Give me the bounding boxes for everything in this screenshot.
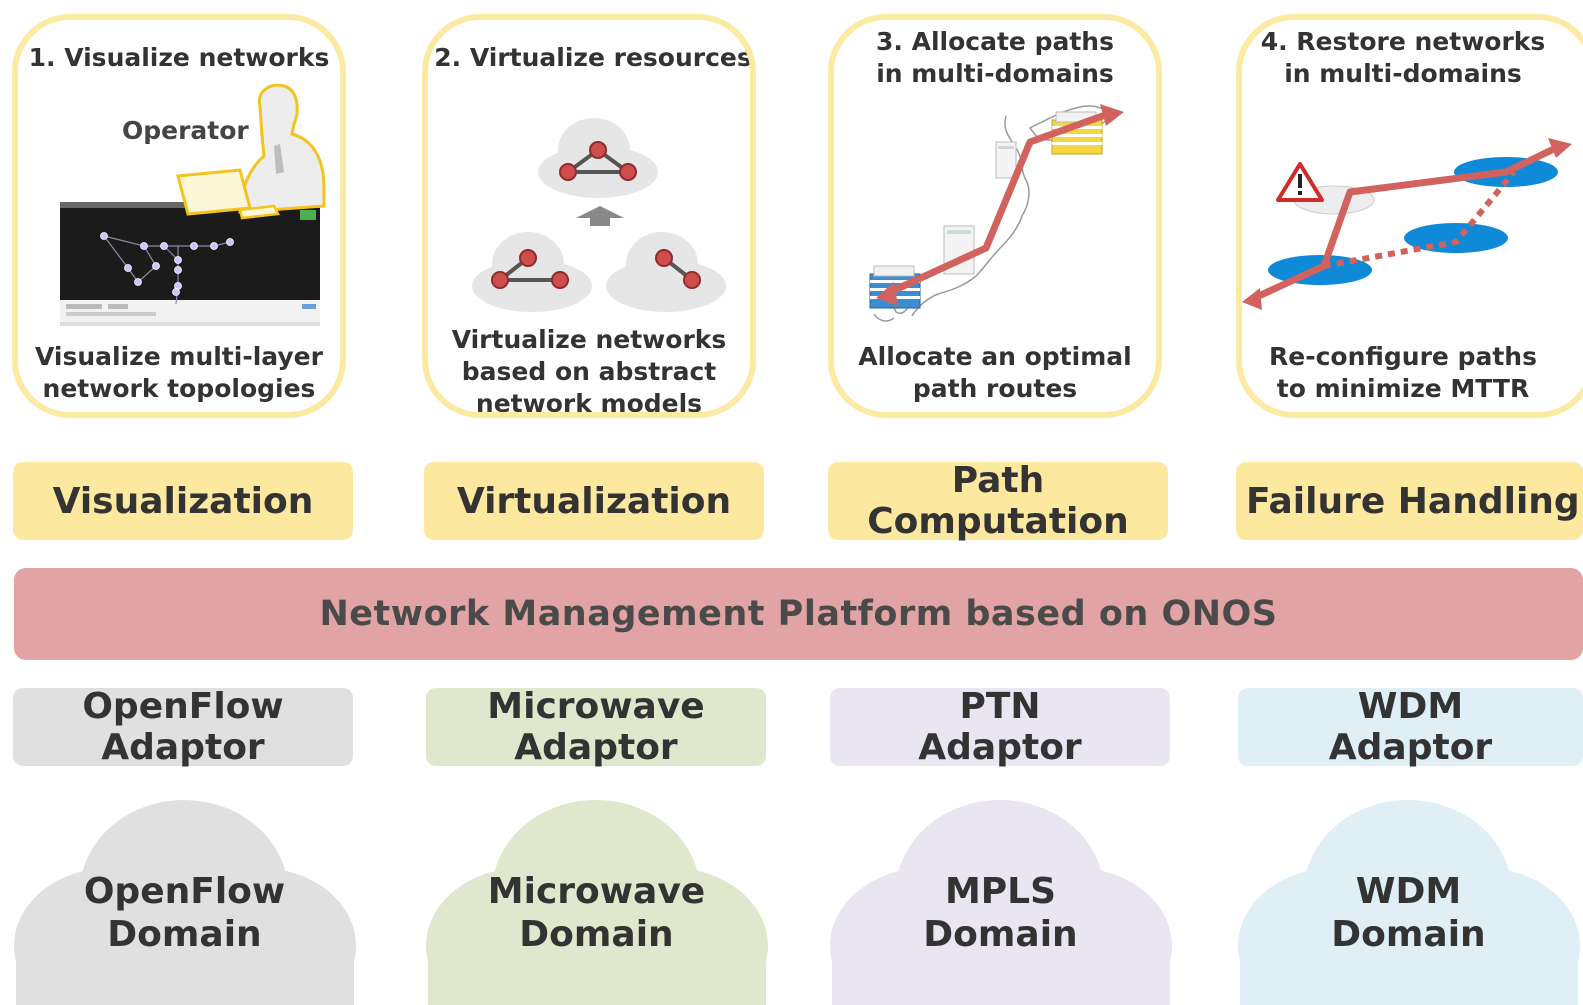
restore-illustration — [1242, 138, 1572, 310]
cloud-network-icon — [472, 232, 592, 312]
onos-platform-bar: Network Management Platform based on ONO… — [14, 568, 1583, 660]
cloud-icon — [14, 800, 356, 1005]
warning-icon — [1276, 162, 1324, 202]
adaptor-openflow: OpenFlow Adaptor — [13, 686, 353, 768]
operator-icon — [176, 83, 326, 220]
card-title: 2. Virtualize resources — [434, 43, 752, 72]
server-icon — [995, 141, 1017, 179]
card-virtualize: 2. Virtualize resources — [422, 14, 756, 418]
card-description: Visualize multi-layer network topologies — [35, 342, 323, 403]
up-arrow-icon — [576, 206, 624, 226]
monitor-icon — [60, 202, 320, 326]
card-title: 3. Allocate paths in multi-domains — [876, 27, 1114, 88]
function-virtualization: Virtualization — [424, 462, 764, 540]
domain-label: OpenFlow Domain — [83, 871, 286, 955]
card-allocate-paths: 3. Allocate paths in multi-domains — [828, 14, 1162, 418]
domain-label: Microwave Domain — [487, 871, 706, 955]
path-route — [876, 104, 1124, 306]
card-description: Virtualize networks based on abstract ne… — [451, 325, 727, 418]
card-visualize: 1. Visualize networks — [12, 14, 346, 418]
function-failure-handling: Failure Handling — [1236, 462, 1583, 540]
domain-openflow: OpenFlow Domain — [12, 800, 357, 1005]
cloud-network-icon — [606, 232, 726, 312]
virtualize-illustration — [472, 118, 726, 312]
operator-label: Operator — [122, 116, 249, 145]
adaptor-ptn: PTN Adaptor — [830, 686, 1170, 768]
domain-label: WDM Domain — [1331, 871, 1486, 955]
domain-mpls: MPLS Domain — [828, 800, 1173, 1005]
domain-label: MPLS Domain — [923, 871, 1078, 955]
card-title: 4. Restore networks in multi-domains — [1260, 27, 1546, 88]
cloud-icon — [426, 800, 768, 1005]
function-visualization: Visualization — [13, 462, 353, 540]
adaptor-wdm: WDM Adaptor — [1238, 686, 1583, 768]
visualize-illustration — [60, 83, 326, 326]
path-allocation-illustration — [869, 104, 1124, 322]
cloud-icon — [1238, 800, 1580, 1005]
domain-microwave: Microwave Domain — [424, 800, 769, 1005]
card-description: Allocate an optimal path routes — [858, 342, 1132, 403]
adaptor-microwave: Microwave Adaptor — [426, 686, 766, 768]
cloud-icon — [830, 800, 1172, 1005]
card-title: 1. Visualize networks — [28, 43, 330, 72]
card-description: Re-configure paths to minimize MTTR — [1269, 342, 1537, 403]
cloud-network-icon — [538, 118, 658, 198]
network-disc-icon — [1268, 157, 1558, 285]
function-path-computation: Path Computation — [828, 460, 1168, 542]
domain-wdm: WDM Domain — [1236, 800, 1581, 1005]
card-restore-networks: 4. Restore networks in multi-domains Re-… — [1236, 14, 1583, 418]
